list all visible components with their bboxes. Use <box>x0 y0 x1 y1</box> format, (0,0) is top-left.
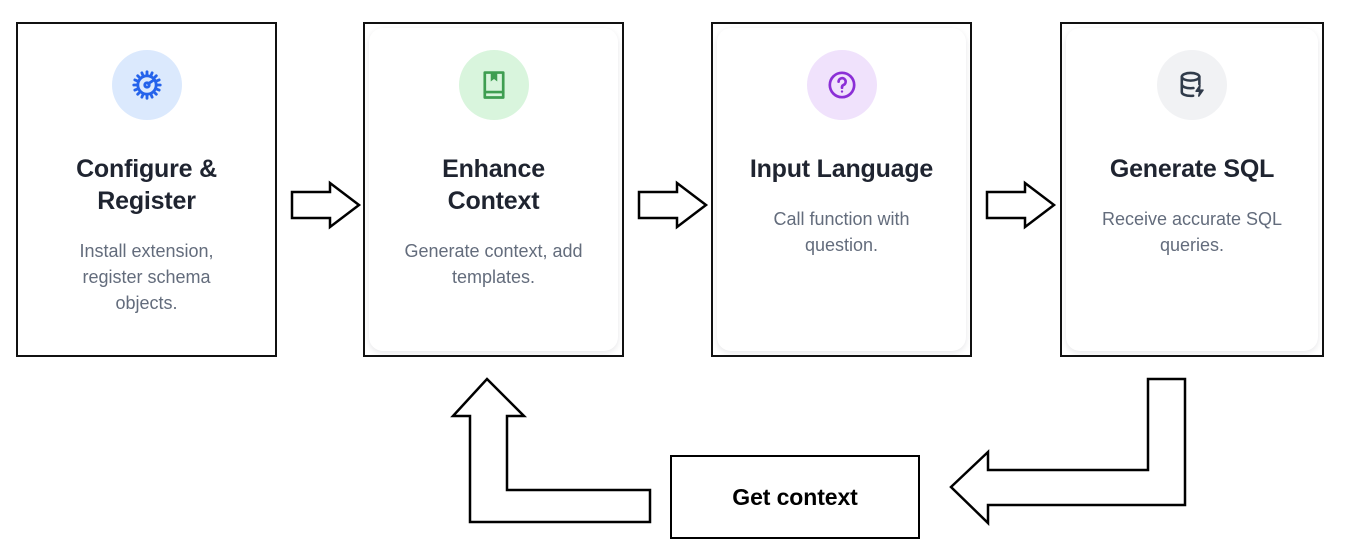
book-bookmark-icon <box>458 50 529 120</box>
get-context-box[interactable]: Get context <box>670 455 920 539</box>
arrow-step2-step3-icon <box>637 180 709 230</box>
card-content: Configure & Register Install extension, … <box>18 24 275 355</box>
feedback-arrow-up-icon <box>450 377 652 524</box>
get-context-label: Get context <box>732 483 858 510</box>
step-description: Receive accurate SQL queries. <box>1101 208 1283 255</box>
card-content: Input Language Call function with questi… <box>713 24 970 355</box>
step-title: Generate SQL <box>1109 155 1275 183</box>
step-card-configure-register[interactable]: Configure & Register Install extension, … <box>16 22 277 357</box>
step-description: Call function with question. <box>773 208 910 255</box>
step-card-enhance-context[interactable]: Enhance Context Generate context, add te… <box>363 22 624 357</box>
feedback-arrow-left-icon <box>949 377 1187 526</box>
card-content: Generate SQL Receive accurate SQL querie… <box>1062 24 1322 355</box>
step-title: Configure & Register <box>76 155 217 215</box>
arrow-step1-step2-icon <box>290 180 362 230</box>
step-description: Install extension, register schema objec… <box>79 240 214 313</box>
card-content: Enhance Context Generate context, add te… <box>365 24 622 355</box>
gear-icon <box>111 50 182 120</box>
step-card-generate-sql[interactable]: Generate SQL Receive accurate SQL querie… <box>1060 22 1324 357</box>
step-title: Input Language <box>749 155 934 183</box>
step-card-input-language[interactable]: Input Language Call function with questi… <box>711 22 972 357</box>
step-title: Enhance Context <box>442 155 545 215</box>
database-bolt-icon <box>1157 50 1227 120</box>
step-description: Generate context, add templates. <box>404 240 583 287</box>
question-circle-icon <box>806 50 877 120</box>
arrow-step3-step4-icon <box>985 180 1057 230</box>
